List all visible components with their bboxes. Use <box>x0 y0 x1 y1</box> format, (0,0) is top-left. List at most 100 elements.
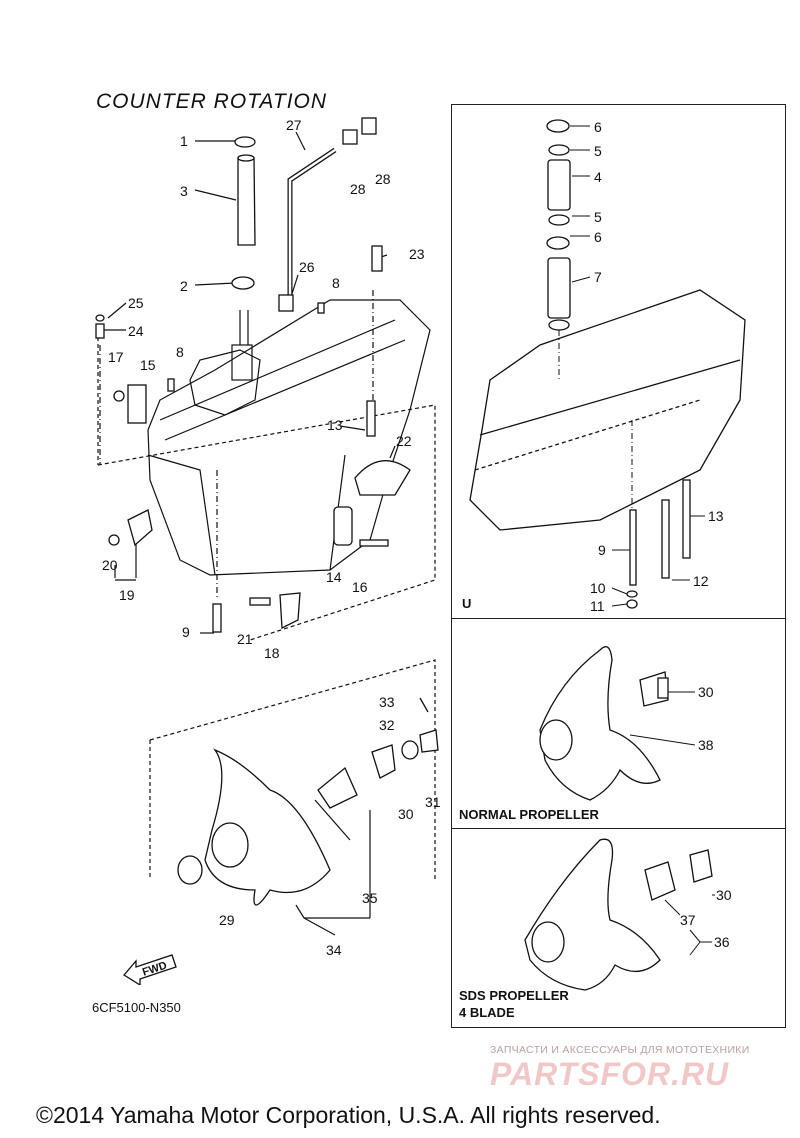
u-housing <box>469 289 746 531</box>
fwd-label: FWD <box>141 960 169 979</box>
part-3-water-tube <box>237 157 256 246</box>
part-28-grommet-a <box>342 129 358 145</box>
callout-u-12: 12 <box>693 573 709 589</box>
part-7-sleeve <box>547 257 571 319</box>
callout-1: 1 <box>180 133 188 149</box>
part-30-spacer-sds <box>689 849 713 883</box>
callout-u-7: 7 <box>594 269 602 285</box>
part-33-cotter-pin <box>419 697 429 713</box>
normal-propeller-label: NORMAL PROPELLER <box>459 807 599 822</box>
part-8-pin-b <box>167 378 175 392</box>
callout-29: 29 <box>219 912 235 928</box>
part-29-thrust-washer <box>177 855 203 885</box>
callout-u-9: 9 <box>598 542 606 558</box>
part-12-bolt <box>661 499 670 579</box>
callout-26: 26 <box>299 259 315 275</box>
callout-28b: 28 <box>375 171 391 187</box>
callout-27: 27 <box>286 117 302 133</box>
callout-u-5a: 5 <box>594 143 602 159</box>
callout-2: 2 <box>180 278 188 294</box>
part-14-anode <box>333 506 353 546</box>
callout-u-10: 10 <box>590 580 606 596</box>
callout-34: 34 <box>326 942 342 958</box>
callout-23: 23 <box>409 246 425 262</box>
part-13-bolt <box>366 400 376 437</box>
lower-unit-housing <box>147 299 431 576</box>
part-5-bottom <box>548 214 570 226</box>
part-32-nut <box>419 729 439 753</box>
callout-21: 21 <box>237 631 253 647</box>
callout-30: 30 <box>398 806 414 822</box>
part-28-grommet-b <box>361 117 377 135</box>
part-22-anode <box>354 460 411 496</box>
callout-31: 31 <box>425 794 441 810</box>
part-9-bolt <box>212 603 222 633</box>
part-8-pin <box>317 302 325 314</box>
part-23-bolt <box>371 245 383 272</box>
part-21-bolt <box>249 597 271 606</box>
callout-sds-30: 30 <box>716 887 732 903</box>
part-2-grommet <box>231 276 255 290</box>
watermark-subtitle: ЗАПЧАСТИ И АКСЕССУАРЫ ДЛЯ МОТОТЕХНИКИ <box>490 1044 750 1056</box>
part-6-bottom <box>546 236 570 250</box>
callout-32: 32 <box>379 717 395 733</box>
callout-u-13: 13 <box>708 508 724 524</box>
part-20-bracket <box>127 509 153 547</box>
callout-8: 8 <box>332 275 340 291</box>
part-30-spacer <box>371 744 396 779</box>
part-6-top <box>546 119 570 133</box>
part-16-bolt <box>359 539 389 547</box>
copyright-text: ©2014 Yamaha Motor Corporation, U.S.A. A… <box>36 1102 661 1128</box>
part-5-top <box>548 144 570 156</box>
part-26-nozzle <box>278 294 294 312</box>
part-36-sds-propeller <box>524 838 661 991</box>
callout-16: 16 <box>352 579 368 595</box>
part-17-screw <box>113 390 125 402</box>
part-9-stud <box>629 509 637 586</box>
callout-25: 25 <box>128 295 144 311</box>
callout-normal-30: 30 <box>698 684 714 700</box>
diagram-title: COUNTER ROTATION <box>96 90 328 113</box>
part-13-bolt-u <box>682 479 691 559</box>
part-4-collar <box>547 159 571 211</box>
callout-17: 17 <box>108 349 124 365</box>
sds-propeller-label-2: 4 BLADE <box>459 1005 515 1020</box>
part-31-washer <box>401 740 419 760</box>
callout-u-6a: 6 <box>594 119 602 135</box>
callout-18: 18 <box>264 645 280 661</box>
part-38-propeller <box>539 646 661 801</box>
callout-15: 15 <box>140 357 156 373</box>
callout-14: 14 <box>326 569 342 585</box>
watermark-logo: PARTSFOR.RU <box>490 1056 730 1092</box>
callout-35: 35 <box>362 890 378 906</box>
part-18-trim-tab <box>279 592 301 630</box>
callout-u-6b: 6 <box>594 229 602 245</box>
callout-20: 20 <box>102 557 118 573</box>
part-24-nipple <box>95 323 105 339</box>
u-panel-label: U <box>462 596 472 611</box>
callout-3: 3 <box>180 183 188 199</box>
callout-19: 19 <box>119 587 135 603</box>
part-11-nut <box>626 599 638 609</box>
callout-28a: 28 <box>350 181 366 197</box>
callout-u-4: 4 <box>594 169 602 185</box>
callout-sds-37: 37 <box>680 912 696 928</box>
water-pump-base <box>189 349 261 416</box>
callout-u-11: 11 <box>590 598 605 614</box>
callout-u-5b: 5 <box>594 209 602 225</box>
part-10-washer <box>626 590 638 598</box>
callout-24: 24 <box>128 323 144 339</box>
callout-sds-36: 36 <box>714 934 730 950</box>
callout-9: 9 <box>182 624 190 640</box>
part-code: 6CF5100-N350 <box>92 1000 181 1015</box>
part-25-o-ring <box>95 314 105 322</box>
part-37-spline <box>644 861 676 901</box>
sds-propeller-panel <box>451 828 786 1028</box>
sds-propeller-label-1: SDS PROPELLER <box>459 988 569 1003</box>
callout-13: 13 <box>327 417 343 433</box>
callout-33: 33 <box>379 694 395 710</box>
part-15-bracket <box>127 384 147 424</box>
callout-22: 22 <box>396 433 412 449</box>
callout-8b: 8 <box>176 344 184 360</box>
